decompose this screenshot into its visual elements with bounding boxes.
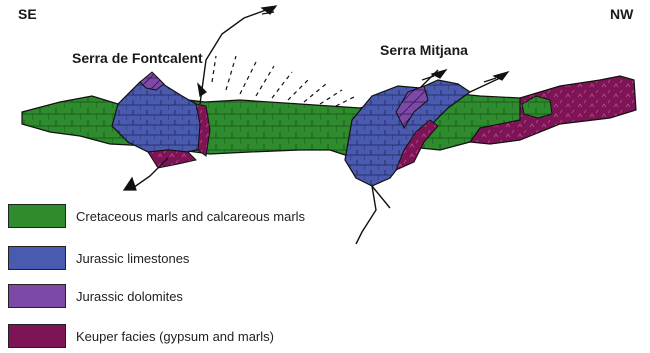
legend-label: Keuper facies (gypsum and marls) <box>76 329 274 344</box>
legend-item-keuper: Keuper facies (gypsum and marls) <box>8 323 274 349</box>
range-label-fontcalent: Serra de Fontcalent <box>72 50 203 66</box>
legend-swatch-jurassic-dolomite <box>8 284 66 308</box>
legend-swatch-keuper <box>8 324 66 348</box>
range-label-mitjana: Serra Mitjana <box>380 42 468 58</box>
orientation-right: NW <box>610 6 633 22</box>
legend-item-cretaceous: Cretaceous marls and calcareous marls <box>8 203 305 229</box>
legend-label: Jurassic limestones <box>76 251 189 266</box>
orientation-left: SE <box>18 6 37 22</box>
cretaceous-band <box>22 84 560 165</box>
legend-label: Jurassic dolomites <box>76 289 183 304</box>
legend-swatch-jurassic-limestone <box>8 246 66 270</box>
legend-label: Cretaceous marls and calcareous marls <box>76 209 305 224</box>
legend-swatch-cretaceous <box>8 204 66 228</box>
legend-item-jurassic-limestone: Jurassic limestones <box>8 245 189 271</box>
fontcalent-keuper <box>148 150 196 168</box>
legend-item-jurassic-dolomite: Jurassic dolomites <box>8 283 183 309</box>
eroded-fold-trace <box>212 56 356 106</box>
